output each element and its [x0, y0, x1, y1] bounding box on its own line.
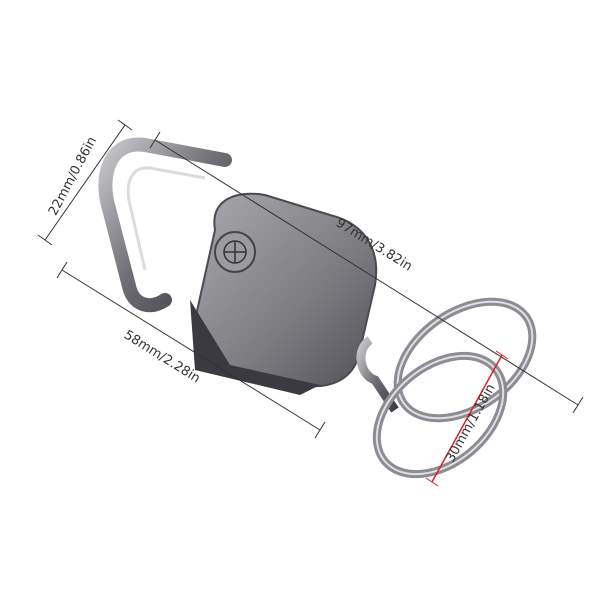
swivel-connector — [356, 336, 399, 413]
carabiner-clip — [98, 137, 232, 313]
keychain-body — [190, 192, 378, 395]
body-length-label: 58mm/2.28in — [121, 328, 203, 387]
width-label: 22mm/0.86in — [46, 134, 100, 218]
